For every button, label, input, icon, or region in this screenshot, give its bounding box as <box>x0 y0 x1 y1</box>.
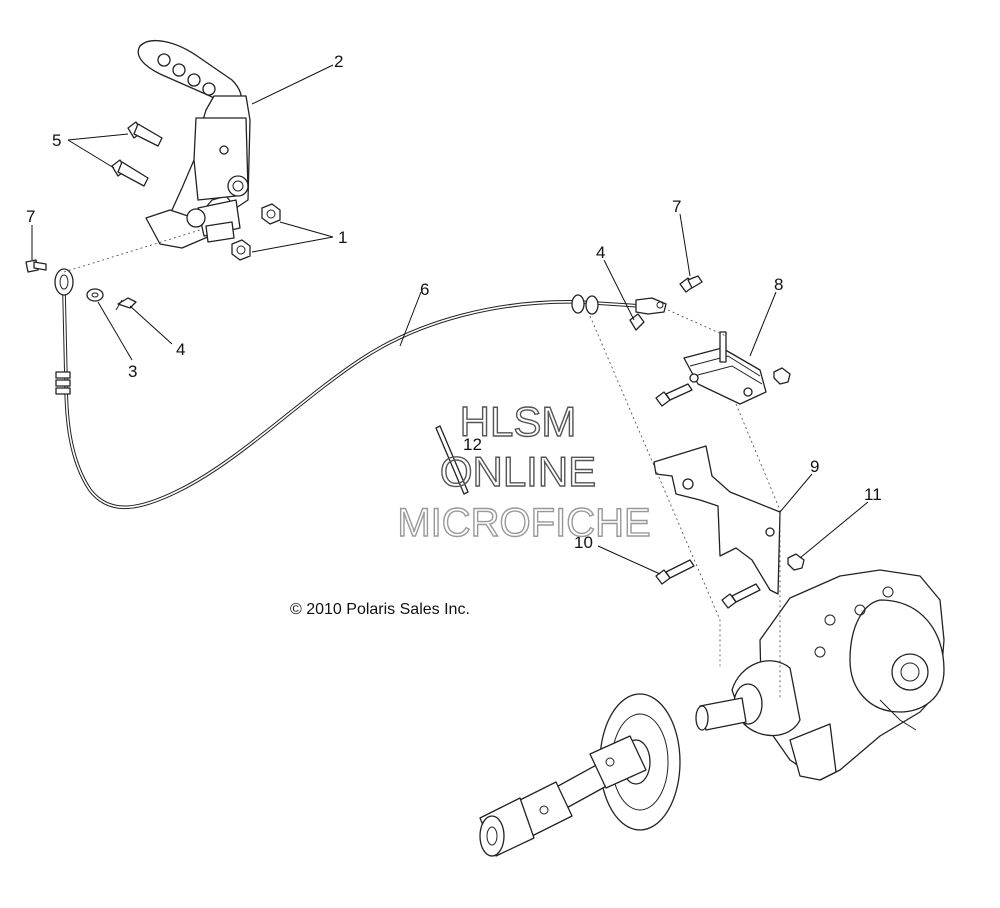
bracket-bolt-a <box>655 559 695 585</box>
leader-lines <box>31 64 869 575</box>
callout-5: 5 <box>52 131 61 150</box>
callout-12: 12 <box>463 435 482 454</box>
nut-upper <box>261 203 281 225</box>
callout-6: 6 <box>420 280 429 299</box>
callout-9: 9 <box>810 457 819 476</box>
clip-left <box>115 297 137 311</box>
callout-7-right: 7 <box>672 197 681 216</box>
pin-12 <box>435 425 469 495</box>
pin-left <box>25 259 47 273</box>
callout-8: 8 <box>774 275 783 294</box>
callout-4-right: 4 <box>596 243 605 262</box>
pin-right <box>679 275 703 293</box>
callout-labels: 2 5 7 1 6 4 3 4 7 8 9 11 10 12 <box>26 52 882 552</box>
callout-3: 3 <box>128 362 137 381</box>
watermark-line-2: ONLINE <box>440 448 596 495</box>
alignment-lines <box>63 229 781 700</box>
gearcase-assembly <box>695 569 945 781</box>
drive-shaft <box>479 735 647 857</box>
nut-lower <box>231 239 251 261</box>
callout-11: 11 <box>864 485 882 504</box>
brake-handle-assembly <box>137 40 251 249</box>
callout-4-left: 4 <box>176 340 185 359</box>
callout-7-left: 7 <box>26 207 35 226</box>
callout-1: 1 <box>338 228 347 247</box>
caliper-bracket <box>653 445 781 595</box>
bracket-bolt-b <box>721 583 761 609</box>
watermark-line-3: MICROFICHE <box>397 501 650 545</box>
watermark: HLSM ONLINE MICROFICHE <box>397 397 652 545</box>
brake-caliper <box>683 331 791 405</box>
washer <box>86 288 104 302</box>
copyright-notice: © 2010 Polaris Sales Inc. <box>290 601 470 618</box>
brake-cable <box>54 268 667 510</box>
bolt-lower <box>111 159 149 187</box>
callout-10: 10 <box>574 533 593 552</box>
caliper-bolt <box>655 383 693 407</box>
bolt-upper <box>127 121 163 147</box>
watermark-line-1: HLSM <box>460 398 577 445</box>
callout-2: 2 <box>334 52 343 71</box>
